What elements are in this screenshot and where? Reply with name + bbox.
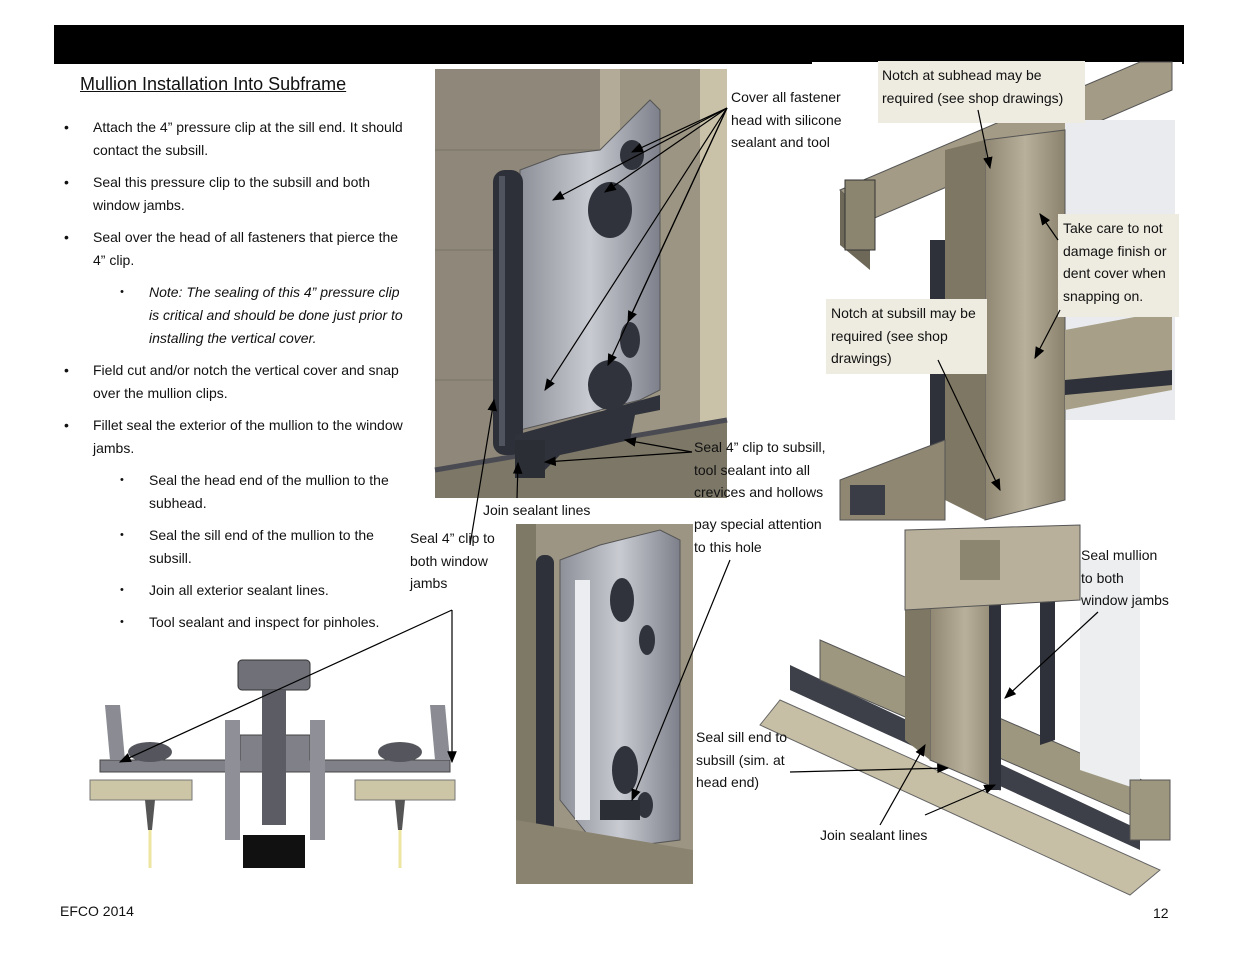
callout-seal-sill-end: Seal sill end to subsill (sim. at head e… bbox=[696, 729, 788, 790]
list-item: Attach the 4” pressure clip at the sill … bbox=[62, 116, 412, 162]
callout-take-care: Take care to not damage finish or dent c… bbox=[1063, 220, 1167, 304]
callout-notch-subhead: Notch at subhead may be required (see sh… bbox=[882, 67, 1064, 106]
list-item: Fillet seal the exterior of the mullion … bbox=[62, 414, 412, 460]
mullion-sill-figure bbox=[759, 524, 1171, 896]
callout-join-sealant-bottom: Join sealant lines bbox=[820, 827, 928, 843]
page-title: Mullion Installation Into Subframe bbox=[80, 74, 347, 94]
list-item-note: Note: The sealing of this 4” pressure cl… bbox=[62, 281, 412, 350]
list-item: Seal the sill end of the mullion to the … bbox=[62, 524, 412, 570]
header-bar bbox=[54, 25, 1184, 64]
callout-seal-clip-subsill: Seal 4” clip to subsill, tool sealant in… bbox=[694, 439, 826, 500]
page-number: 12 bbox=[1153, 905, 1169, 921]
callout-box bbox=[878, 61, 1085, 123]
clip-sill-detail-figure bbox=[516, 524, 693, 884]
callout-box bbox=[826, 299, 987, 374]
list-item: Field cut and/or notch the vertical cove… bbox=[62, 359, 412, 405]
footer-company: EFCO 2014 bbox=[60, 903, 134, 919]
callout-join-sealant-top: Join sealant lines bbox=[483, 502, 591, 518]
list-item: Tool sealant and inspect for pinholes. bbox=[62, 611, 412, 634]
list-item: Seal the head end of the mullion to the … bbox=[62, 469, 412, 515]
callout-seal-clip-jambs: Seal 4” clip to both window jambs bbox=[410, 530, 495, 591]
list-item: Seal this pressure clip to the subsill a… bbox=[62, 171, 412, 217]
list-item: Seal over the head of all fasteners that… bbox=[62, 226, 412, 272]
mullion-elevation-figure bbox=[812, 61, 1182, 524]
callout-pay-attention: pay special attention to this hole bbox=[694, 516, 822, 555]
instruction-list: Attach the 4” pressure clip at the sill … bbox=[62, 116, 412, 643]
callout-box bbox=[1058, 214, 1179, 317]
callout-cover-fastener: Cover all fastener head with silicone se… bbox=[731, 89, 842, 150]
clip-plan-section-figure bbox=[89, 659, 456, 868]
callout-notch-subsill: Notch at subsill may be required (see sh… bbox=[831, 305, 976, 366]
callout-seal-mullion-jambs: Seal mullion to both window jambs bbox=[1081, 547, 1169, 608]
list-item: Join all exterior sealant lines. bbox=[62, 579, 412, 602]
clip-closeup-figure bbox=[434, 69, 728, 498]
leader-lines bbox=[118, 107, 1099, 826]
